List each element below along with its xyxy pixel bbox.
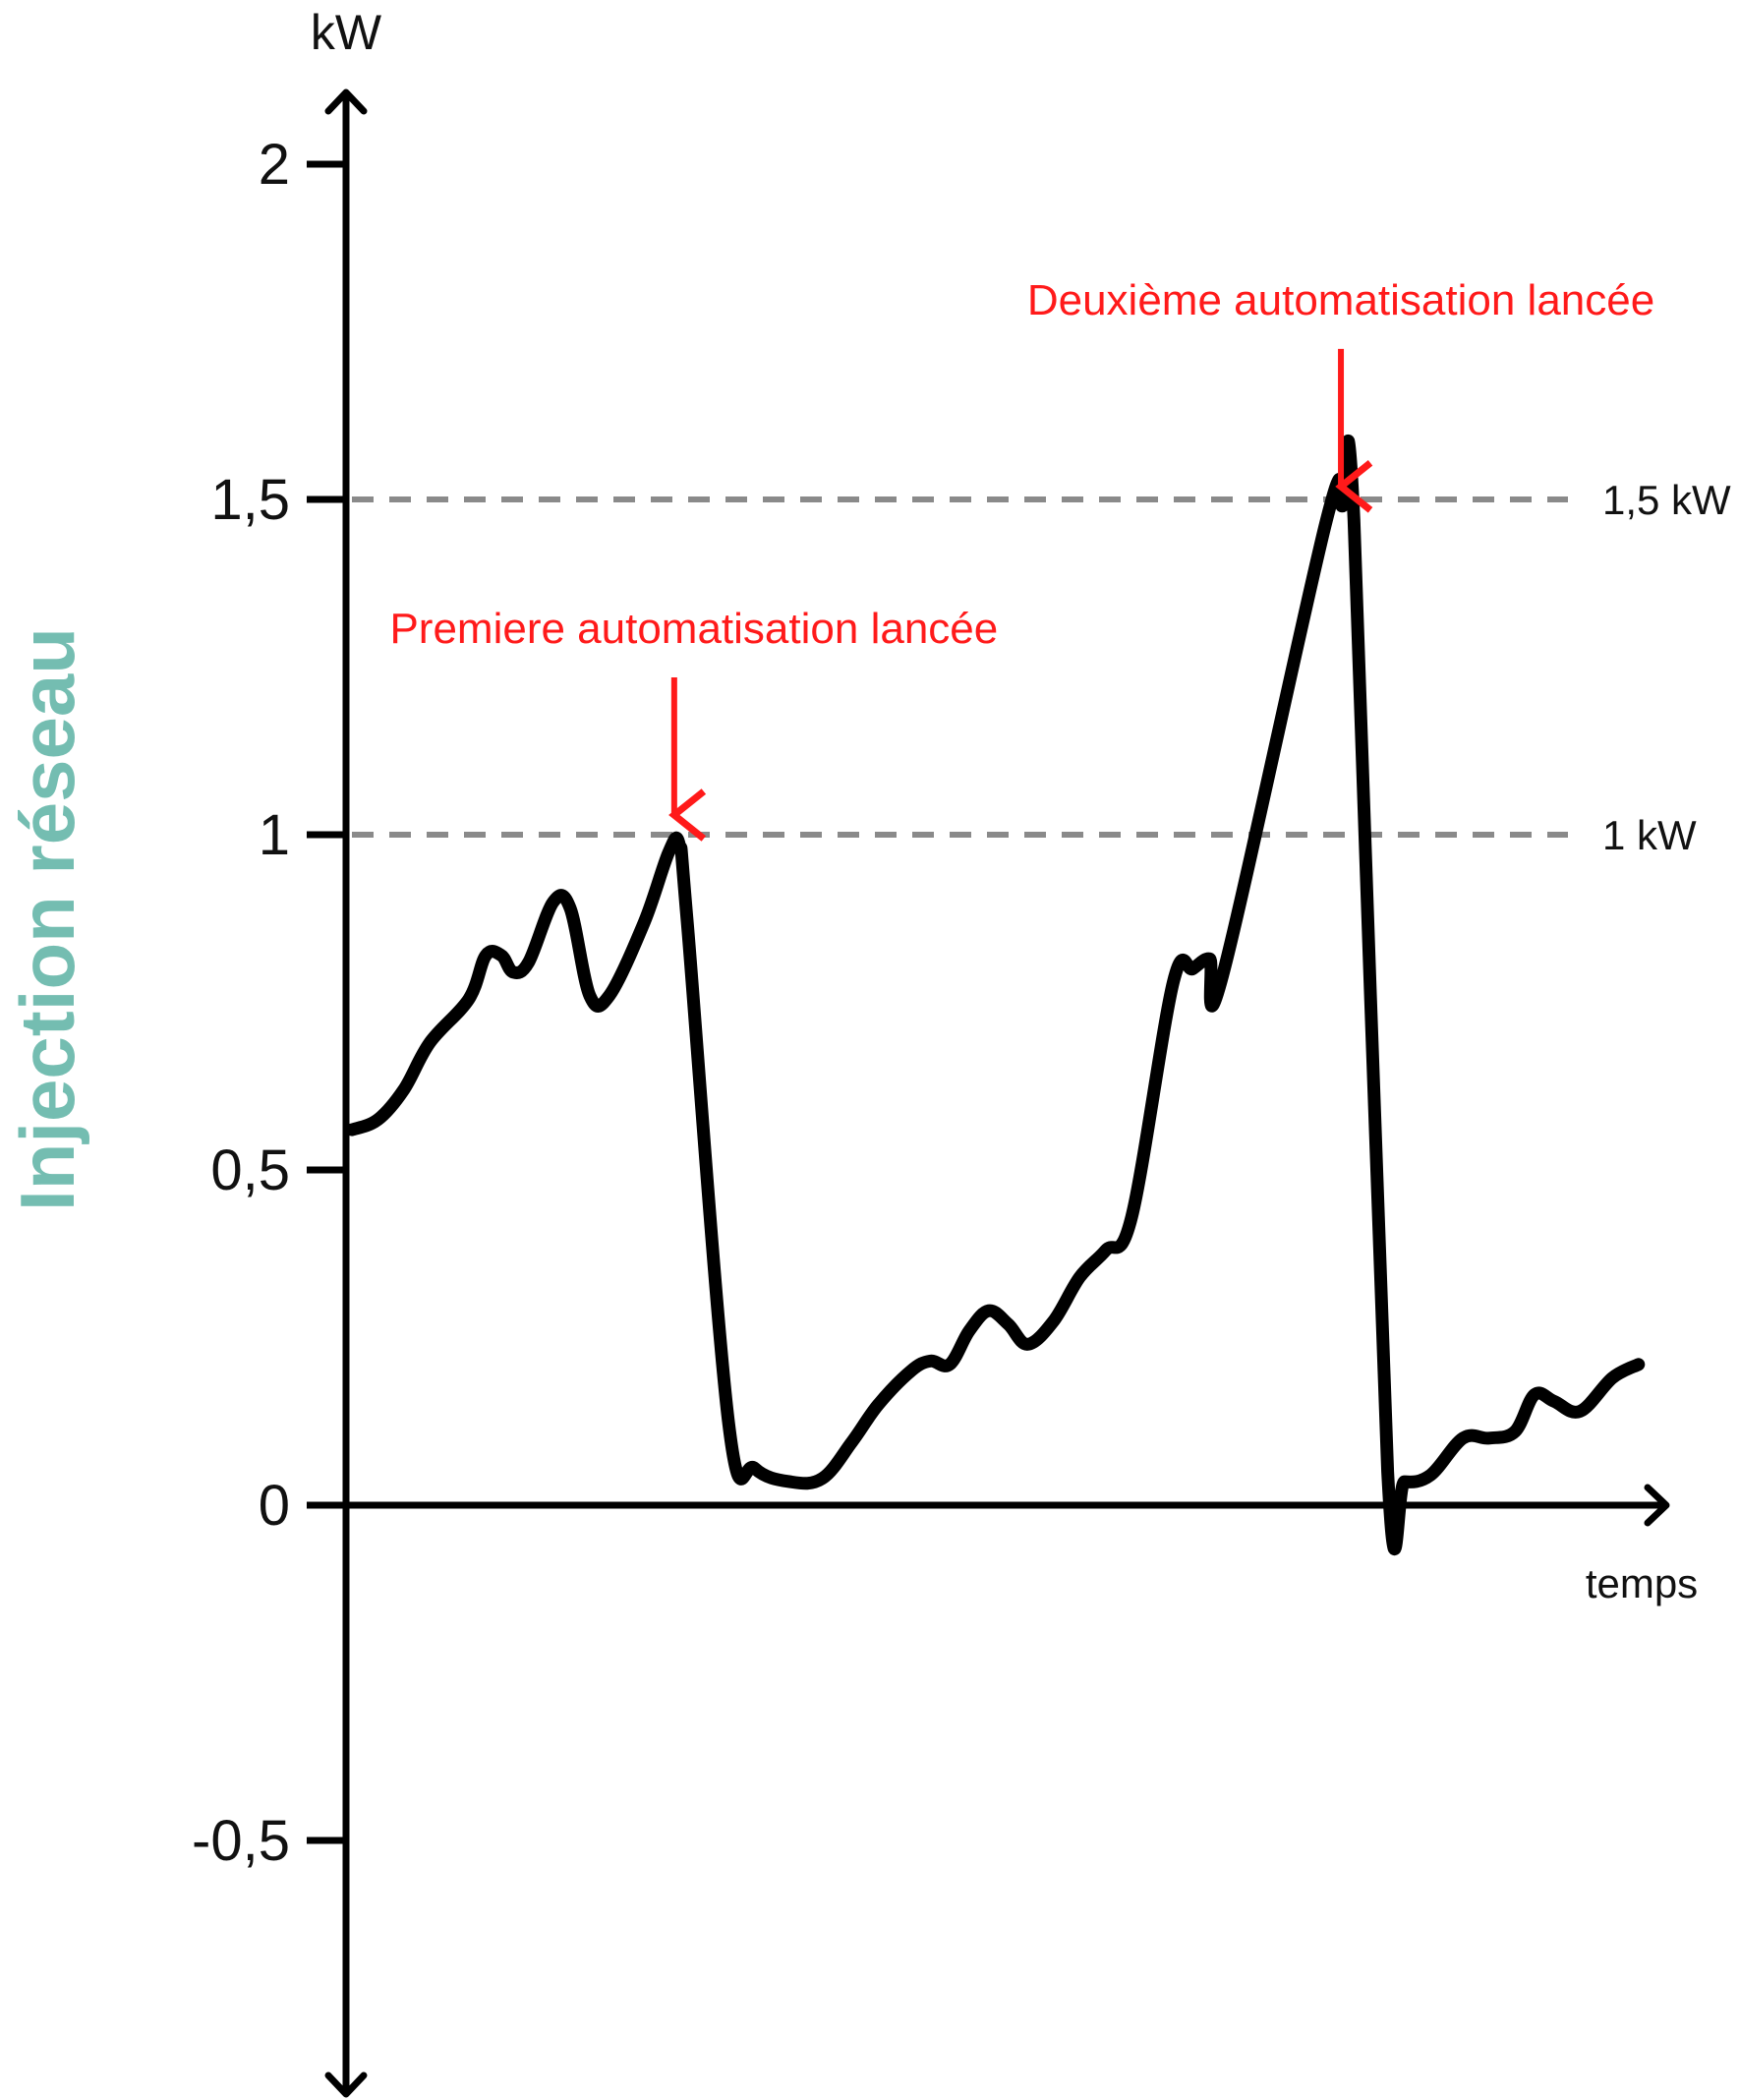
x-axis-label: temps bbox=[1586, 1560, 1698, 1606]
annotation-second-automation: Deuxième automatisation lancée bbox=[1027, 276, 1654, 324]
reference-lines: 1,5 kW 1 kW bbox=[352, 477, 1731, 858]
y-axis-arrow-up-icon bbox=[324, 88, 368, 115]
annotation-first-automation: Premiere automatisation lancée bbox=[389, 605, 998, 653]
y-axis-title: Injection réseau bbox=[4, 627, 90, 1211]
y-tick-label: 1,5 bbox=[210, 468, 290, 532]
axes: kW temps Injection réseau bbox=[4, 5, 1698, 2098]
y-tick-label: 0 bbox=[259, 1474, 290, 1538]
reference-label-1kw: 1 kW bbox=[1602, 812, 1697, 858]
y-unit-label: kW bbox=[311, 5, 382, 60]
annotations: Premiere automatisation lancée Deuxième … bbox=[389, 276, 1654, 842]
y-tick-label: 2 bbox=[259, 133, 290, 197]
x-axis-arrow-right-icon bbox=[1644, 1484, 1670, 1527]
y-tick-label: 1 bbox=[259, 803, 290, 867]
y-ticks: 2 1,5 1 0,5 0 -0,5 bbox=[192, 133, 346, 1873]
y-axis-arrow-down-icon bbox=[324, 2071, 368, 2098]
y-tick-label: 0,5 bbox=[210, 1138, 290, 1202]
y-tick-label: -0,5 bbox=[192, 1809, 290, 1873]
reference-label-1-5kw: 1,5 kW bbox=[1602, 477, 1731, 523]
series-line bbox=[345, 435, 1646, 1555]
